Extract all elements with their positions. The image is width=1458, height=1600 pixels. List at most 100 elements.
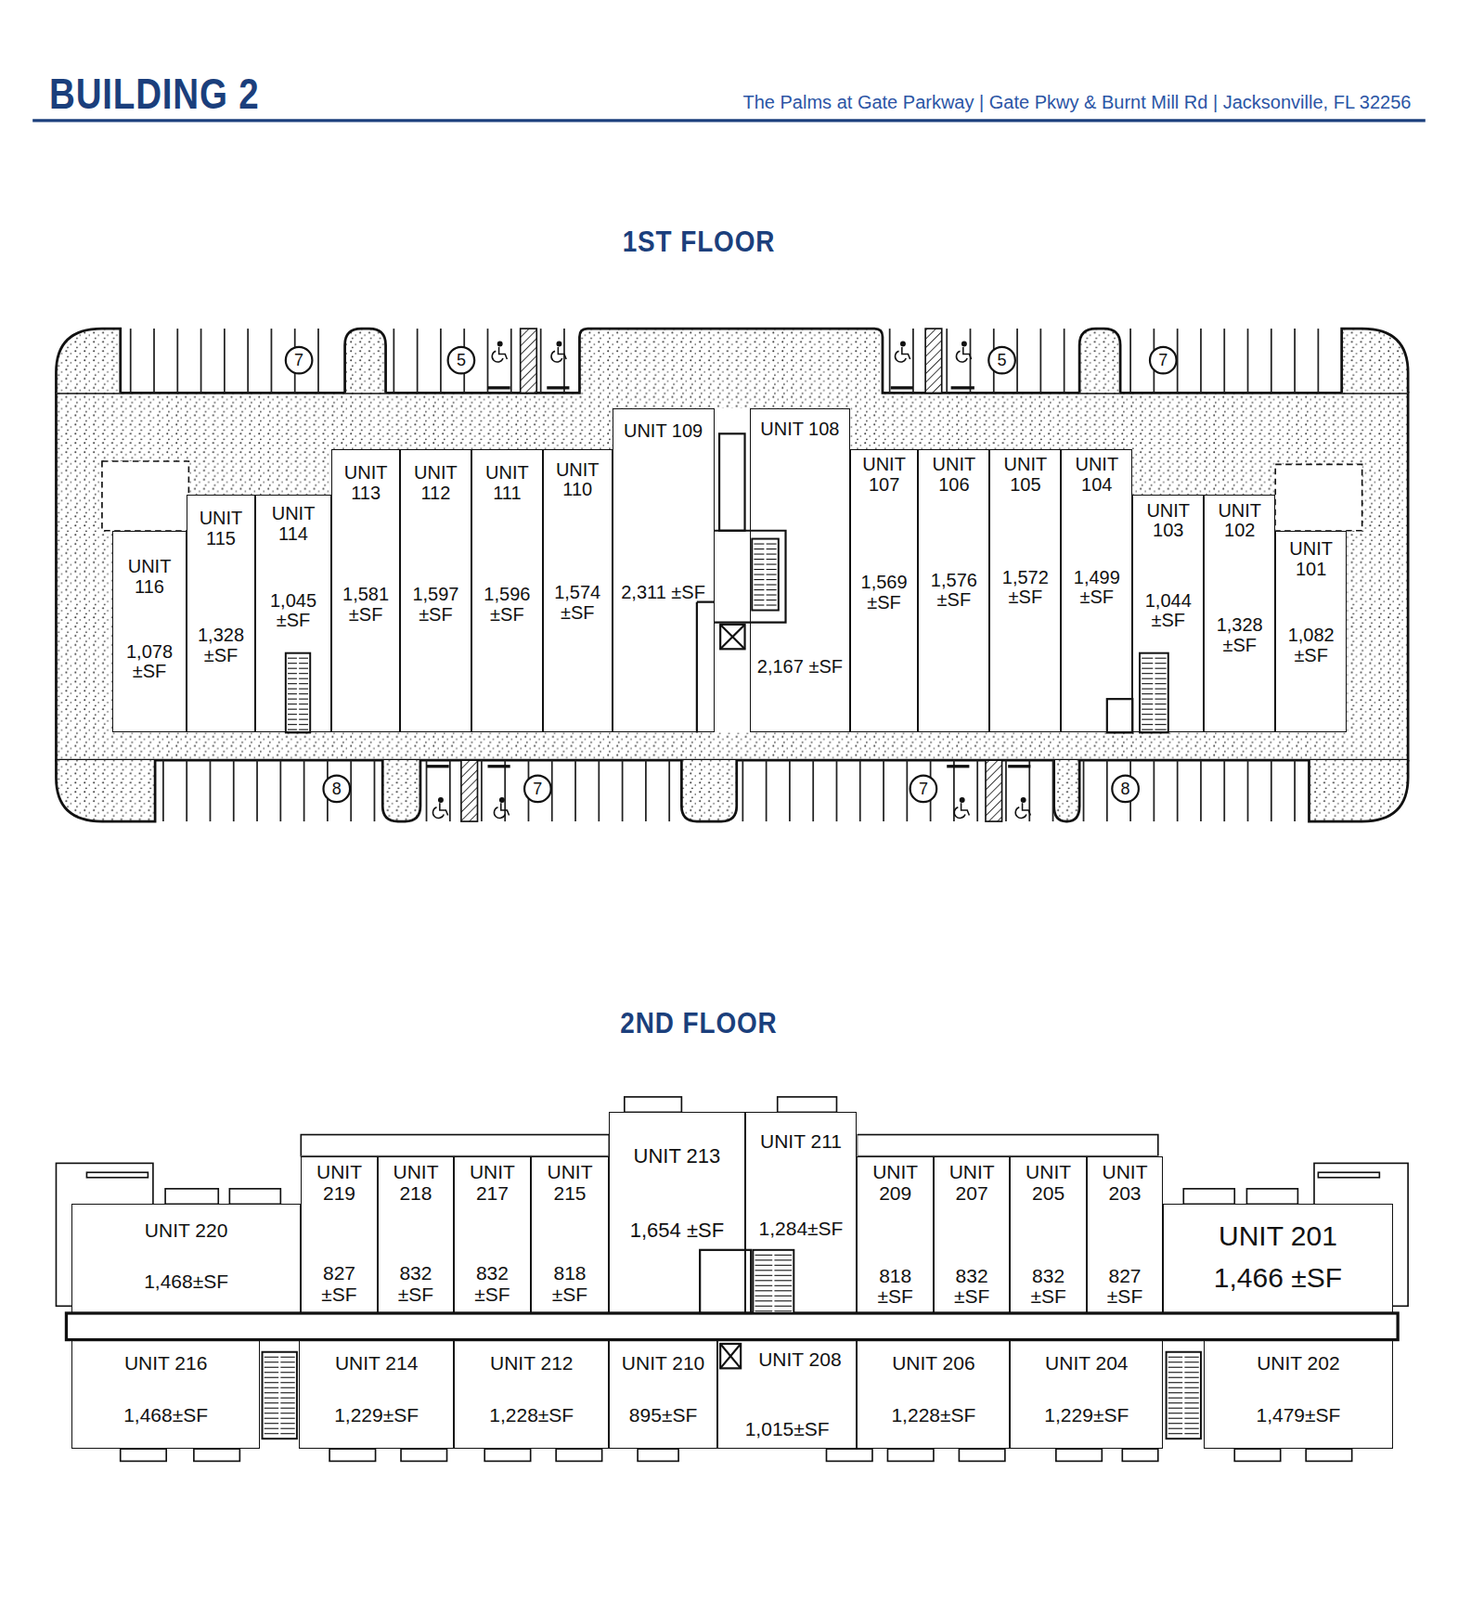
accessible-icons — [432, 341, 1031, 818]
stair-tread — [264, 1377, 279, 1379]
stall-line — [392, 328, 395, 393]
unit-box: UNIT 1041,499 ±SF — [1060, 449, 1133, 734]
unit-box: UNIT 2121,228±SF — [453, 1339, 609, 1449]
unit-number: UNIT 107 — [852, 454, 917, 495]
unit-area: 832 ±SF — [380, 1263, 452, 1305]
stall-line — [836, 760, 839, 822]
accessible-symbol — [497, 341, 502, 346]
stall-line — [1247, 760, 1250, 822]
unit-box: UNIT 1131,581 ±SF — [331, 449, 400, 734]
stair-tread — [1154, 688, 1166, 690]
stair-tread — [1154, 662, 1166, 664]
stair-tread — [298, 672, 309, 674]
unit-floor — [856, 1156, 933, 1314]
stair-tread — [1184, 1377, 1199, 1379]
stair-tread — [766, 543, 777, 545]
accessible-symbol — [962, 341, 967, 346]
unit-box: UNIT 2081,015±SF — [717, 1339, 858, 1449]
stair-tread — [755, 1300, 774, 1302]
stair-tread — [1184, 1371, 1199, 1373]
stair-tread — [774, 1290, 792, 1291]
unit-area: 1,082 ±SF — [1277, 625, 1344, 666]
unit-floor — [471, 449, 543, 734]
accessible-symbol — [501, 802, 510, 815]
stair-tread — [264, 1407, 279, 1409]
unit-area: 1,581 ±SF — [334, 584, 398, 625]
unit-area: 1,576 ±SF — [920, 570, 987, 611]
stall-line — [246, 328, 249, 393]
unit-floor — [542, 449, 613, 734]
stair-tread — [264, 1381, 279, 1383]
stair-tread — [280, 1412, 295, 1414]
accessible-symbol — [556, 341, 561, 346]
window-mark — [120, 1448, 167, 1461]
window-mark — [777, 1096, 838, 1112]
stair-tread — [774, 1300, 792, 1302]
stair-tread — [1184, 1397, 1199, 1399]
stair-tread — [1168, 1377, 1183, 1379]
unit-number: UNIT 212 — [456, 1353, 607, 1375]
stair-tread — [264, 1397, 279, 1399]
stair-tread — [1168, 1387, 1183, 1389]
unit-number: UNIT 114 — [258, 503, 329, 544]
unit-box: UNIT 2161,468±SF — [71, 1339, 260, 1449]
wheel-stops — [426, 387, 1032, 767]
parking-island — [1054, 760, 1080, 822]
stair-tread — [280, 1428, 295, 1430]
unit-area: 1,229±SF — [1012, 1405, 1161, 1427]
stair-tread — [774, 1269, 792, 1271]
wheel-stop — [487, 764, 510, 768]
wheel-stop — [946, 764, 969, 768]
unit-box: UNIT 1011,082 ±SF — [1275, 530, 1347, 734]
stair-tread — [1184, 1422, 1199, 1424]
stair-tread — [753, 589, 764, 591]
stair-tread — [766, 563, 777, 565]
stair-tread — [753, 579, 764, 581]
unit-number: UNIT 102 — [1206, 501, 1273, 542]
window-mark — [887, 1448, 933, 1461]
hatched-aisle — [985, 760, 1003, 822]
unit-floor — [377, 1156, 454, 1314]
unit-box: UNIT 2021,479±SF — [1203, 1339, 1393, 1449]
accessible-symbol — [491, 350, 504, 362]
stair-tread — [774, 1295, 792, 1297]
unit-number: UNIT 116 — [115, 556, 184, 597]
stall-line — [176, 328, 179, 393]
unit-floor — [71, 1340, 260, 1450]
stair-tread — [774, 1254, 792, 1256]
window-mark — [1056, 1448, 1102, 1461]
window-mark — [1122, 1448, 1158, 1461]
unit-box: UNIT 2131,654 ±SF — [608, 1111, 745, 1314]
window-mark — [484, 1448, 530, 1461]
unit-area: 1,015±SF — [720, 1419, 855, 1441]
callout-number: 7 — [1158, 351, 1168, 369]
stair-tread — [1154, 723, 1166, 725]
stair-tread — [1184, 1367, 1199, 1368]
stair-tread — [755, 1264, 774, 1266]
window-mark — [329, 1448, 375, 1461]
stall-line — [1293, 328, 1296, 393]
stair-tread — [1168, 1402, 1183, 1404]
stall-line — [859, 760, 862, 822]
unit-area: 1,499 ±SF — [1063, 567, 1130, 608]
wheel-stop — [546, 386, 569, 389]
unit-box: UNIT 210895±SF — [608, 1339, 718, 1449]
stair-outline — [1166, 1352, 1201, 1439]
stair-tread — [287, 683, 297, 684]
stall-line — [540, 328, 542, 393]
stall-line — [209, 760, 212, 822]
stair-tread — [287, 709, 297, 710]
floor-heading: 2ND FLOOR — [619, 1007, 777, 1039]
canopy-outline — [300, 1135, 609, 1157]
stall-line — [621, 760, 624, 822]
stair-tread — [755, 1295, 774, 1297]
unit-box: UNIT 209818 ±SF — [856, 1156, 933, 1314]
unit-area: 818 ±SF — [859, 1265, 930, 1308]
stair-tread — [774, 1275, 792, 1277]
stair-tread — [287, 658, 297, 659]
railing — [86, 1172, 148, 1177]
unit-area: 1,569 ±SF — [852, 572, 917, 613]
accessible-symbol — [963, 347, 972, 360]
stairs — [262, 539, 1201, 1440]
stair-tread — [1184, 1381, 1199, 1383]
